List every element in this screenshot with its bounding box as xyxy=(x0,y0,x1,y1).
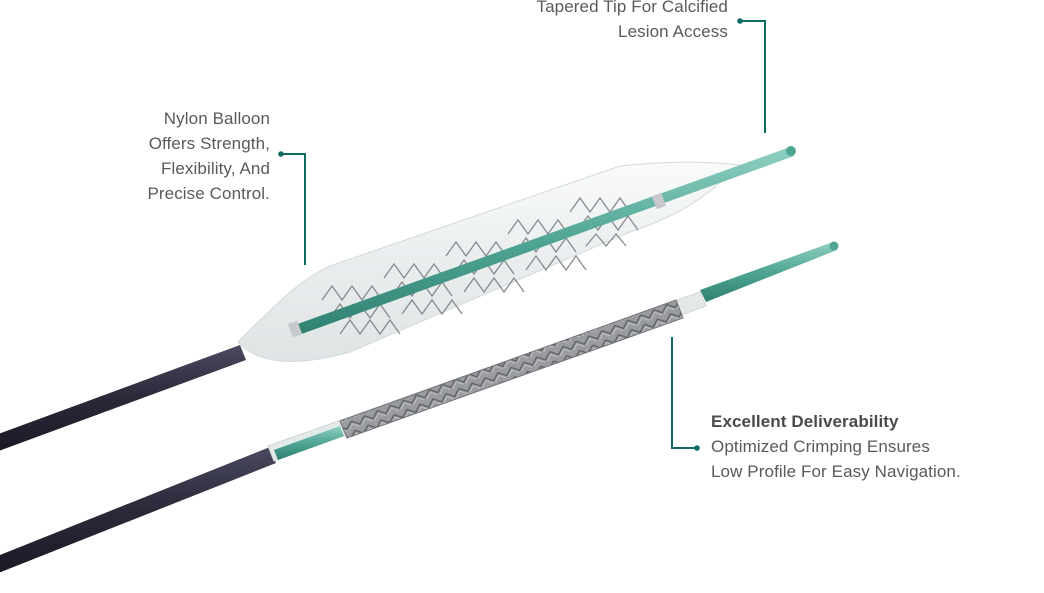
crimped-stent-catheter xyxy=(0,241,839,573)
catheter-tip-lower xyxy=(829,241,839,251)
marker-band-upper-left xyxy=(287,320,303,338)
callout-dot-balloon xyxy=(278,151,284,157)
callout-lines xyxy=(281,20,766,449)
callout-balloon-line-2: Offers Strength, xyxy=(148,134,270,153)
callout-deliverability-line-1: Optimized Crimping Ensures xyxy=(711,437,930,456)
callout-deliverability-line-2: Low Profile For Easy Navigation. xyxy=(711,462,961,481)
catheter-shaft-upper xyxy=(0,345,246,451)
callout-dot-tip xyxy=(737,18,743,24)
callout-line-deliverability xyxy=(671,337,697,449)
callout-balloon-line-4: Precise Control. xyxy=(147,184,270,203)
crimped-stent xyxy=(339,299,684,439)
callout-nylon-balloon: Nylon Balloon Offers Strength, Flexibili… xyxy=(147,106,270,206)
expanded-balloon-catheter xyxy=(0,146,796,451)
callout-balloon-line-1: Nylon Balloon xyxy=(163,109,270,128)
callout-tip-line-1: Tapered Tip For Calcified xyxy=(536,0,728,16)
callout-tapered-tip: Tapered Tip For Calcified Lesion Access xyxy=(537,0,728,44)
inner-teal-lumen-upper xyxy=(292,147,794,336)
callout-line-balloon xyxy=(281,153,306,265)
catheter-tip-upper xyxy=(786,146,796,156)
callout-balloon-line-3: Flexibility, And xyxy=(161,159,270,178)
callout-deliverability-heading: Excellent Deliverability xyxy=(711,412,899,431)
callout-line-tip xyxy=(740,20,766,133)
catheter-shaft-lower xyxy=(0,447,276,573)
marker-band-upper-right xyxy=(651,192,667,210)
callout-deliverability: Excellent Deliverability Optimized Crimp… xyxy=(711,409,961,484)
callout-tip-line-2: Lesion Access xyxy=(618,22,728,41)
inner-teal-lumen-lower xyxy=(274,426,344,460)
callout-dot-deliverability xyxy=(694,445,700,451)
distal-teal-tip-lower xyxy=(700,242,837,302)
